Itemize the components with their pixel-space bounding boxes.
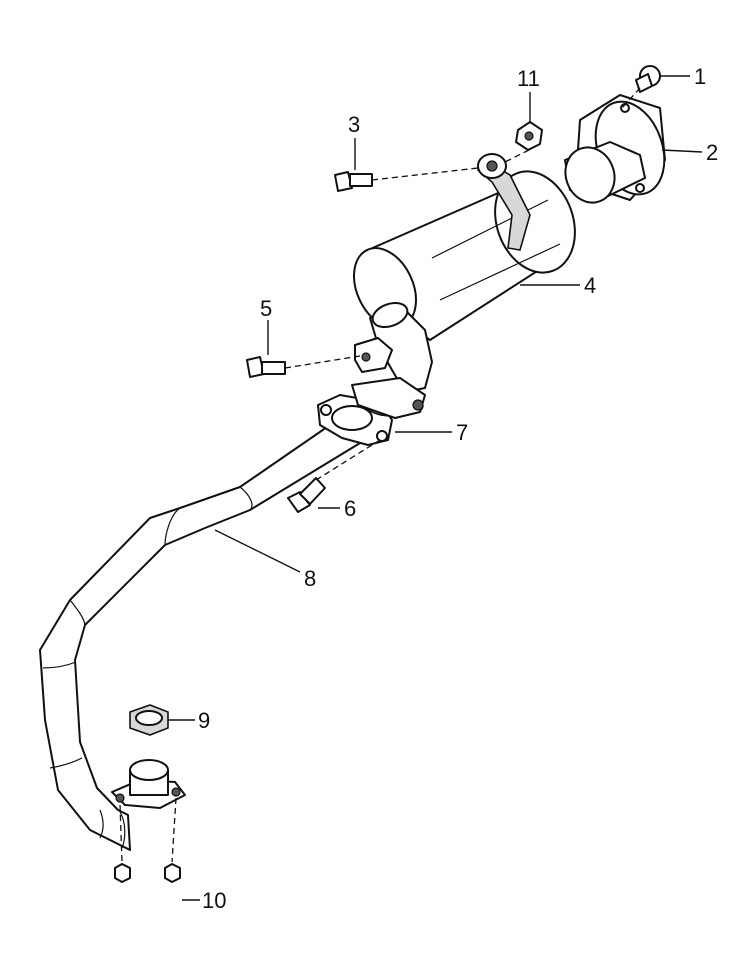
nut-11: [515, 121, 543, 151]
exhaust-port-flange: [111, 759, 186, 809]
muffler: [351, 153, 576, 419]
label-part-9: 9: [198, 708, 210, 733]
label-part-8: 8: [304, 566, 316, 591]
leader-lines: [168, 75, 703, 901]
bolt-3: [334, 171, 373, 192]
assembly-lines: [119, 87, 641, 863]
label-part-3: 3: [348, 112, 360, 137]
bolt-5: [246, 356, 286, 378]
label-part-5: 5: [260, 296, 272, 321]
label-part-1: 1: [694, 64, 706, 89]
exhaust-pipe: [39, 424, 366, 851]
label-part-11: 11: [517, 66, 540, 91]
label-part-10: 10: [202, 888, 226, 913]
label-part-6: 6: [344, 496, 356, 521]
end-cap: [564, 94, 666, 204]
label-part-7: 7: [456, 420, 468, 445]
part-labels: 1 2 3 4 5 6 7 8 9 10 11: [198, 64, 718, 913]
bolt-6: [287, 477, 326, 513]
screw-1: [635, 65, 661, 93]
nuts-10: [114, 863, 181, 883]
label-part-2: 2: [706, 140, 718, 165]
gasket-9: [129, 704, 169, 736]
label-part-4: 4: [584, 273, 596, 298]
